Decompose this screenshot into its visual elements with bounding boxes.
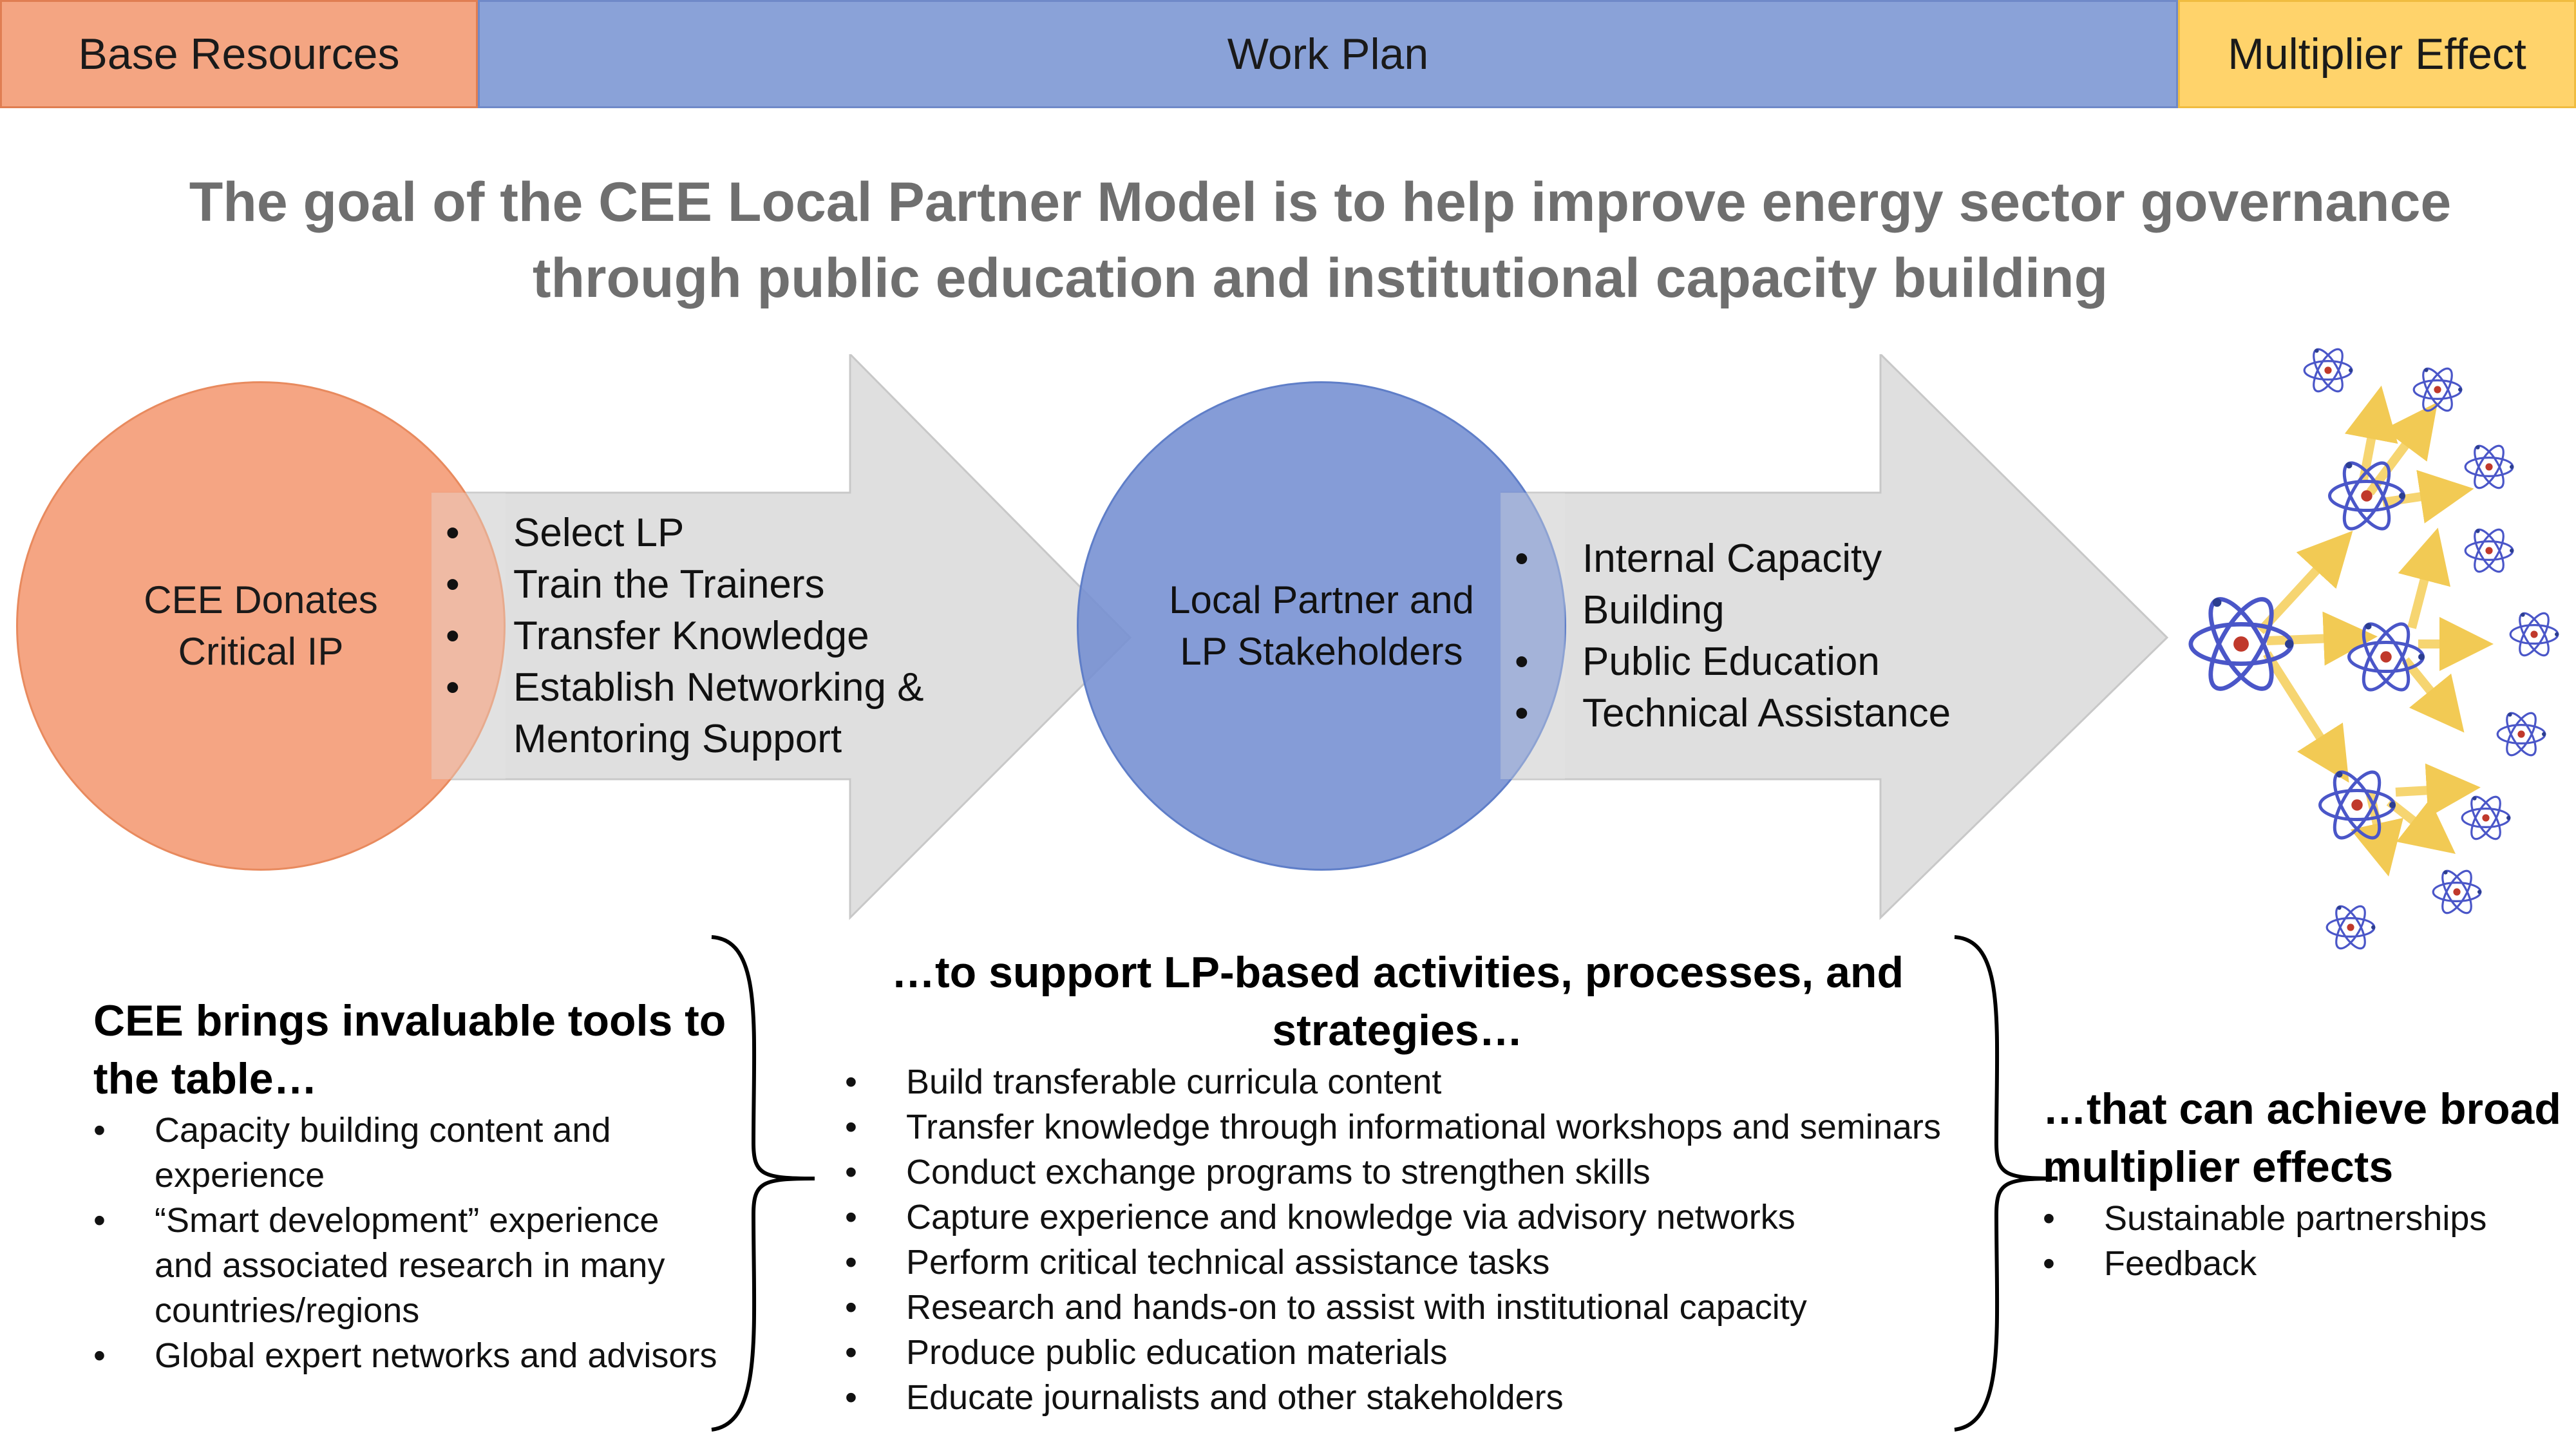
circle-cee-line-1: CEE Donates: [144, 578, 378, 621]
right-title-line-2: multiplier effects: [2043, 1142, 2394, 1191]
mid-title-line-1: …to support LP-based activities, process…: [891, 948, 1904, 997]
right-block-title: …that can achieve broad multiplier effec…: [2043, 1080, 2571, 1196]
left-list-item-continuation: and associated research in many: [155, 1246, 665, 1285]
arrow1-list: Select LP Train the Trainers Transfer Kn…: [433, 507, 1012, 765]
circle-local-partner: Local Partner and LP Stakeholders: [1077, 381, 1566, 871]
left-list-item: Capacity building content and: [93, 1108, 737, 1153]
arrow1-item: Establish Networking &: [433, 662, 1012, 714]
header-work-plan: Work Plan: [478, 0, 2178, 108]
right-list-item: Sustainable partnerships: [2043, 1196, 2571, 1241]
circle-cee-donates: CEE Donates Critical IP: [16, 381, 506, 871]
left-list-item: “Smart development” experience: [93, 1198, 737, 1243]
left-list-item-continuation: experience: [155, 1156, 325, 1195]
mid-block-title: …to support LP-based activities, process…: [863, 943, 1932, 1059]
mid-list-item: Perform critical technical assistance ta…: [845, 1240, 2004, 1285]
mid-list-item: Research and hands-on to assist with ins…: [845, 1285, 2004, 1330]
header-base-resources: Base Resources: [0, 0, 478, 108]
brace-left: [711, 935, 815, 1432]
mid-list-item: Transfer knowledge through informational…: [845, 1104, 2004, 1150]
goal-line-1: The goal of the CEE Local Partner Model …: [189, 171, 2452, 233]
header-multiplier-effect: Multiplier Effect: [2178, 0, 2576, 108]
arrow1-item: Train the Trainers: [433, 559, 1012, 611]
right-title-line-1: …that can achieve broad: [2043, 1084, 2561, 1133]
goal-line-2: through public education and institution…: [532, 247, 2108, 309]
arrow2-item: Public Education: [1502, 636, 1991, 688]
arrow2-item: Technical Assistance: [1502, 688, 1991, 739]
right-block-list: Sustainable partnerships Feedback: [2043, 1196, 2571, 1286]
goal-statement: The goal of the CEE Local Partner Model …: [129, 164, 2512, 316]
left-title-line-2: the table…: [93, 1054, 317, 1103]
arrow2-list: Internal Capacity Building Public Educat…: [1502, 533, 1991, 739]
atom-network-icon: [2164, 344, 2560, 954]
left-block-list: Capacity building content and experience…: [93, 1108, 737, 1378]
left-title-line-1: CEE brings invaluable tools to: [93, 996, 726, 1045]
arrow1-item-continuation: Mentoring Support: [513, 717, 842, 761]
arrow2-item-continuation: Building: [1582, 588, 1725, 632]
mid-block-list: Build transferable curricula content Tra…: [845, 1059, 2004, 1420]
mid-list-item: Capture experience and knowledge via adv…: [845, 1195, 2004, 1240]
circle-cee-line-2: Critical IP: [178, 630, 344, 673]
header-base-resources-label: Base Resources: [78, 30, 400, 79]
mid-list-item: Build transferable curricula content: [845, 1059, 2004, 1104]
right-list-item: Feedback: [2043, 1241, 2571, 1286]
left-list-item: Global expert networks and advisors: [93, 1333, 737, 1378]
mid-list-item: Educate journalists and other stakeholde…: [845, 1375, 2004, 1420]
left-block-title: CEE brings invaluable tools to the table…: [93, 992, 737, 1108]
mid-title-line-2: strategies…: [1272, 1006, 1523, 1055]
mid-list-item: Produce public education materials: [845, 1330, 2004, 1375]
arrow1-item: Select LP: [433, 507, 1012, 559]
arrow1-item: Transfer Knowledge: [433, 611, 1012, 662]
left-list-item-continuation: countries/regions: [155, 1291, 420, 1330]
arrow2-item: Internal Capacity: [1502, 533, 1991, 585]
header-work-plan-label: Work Plan: [1227, 30, 1429, 79]
mid-list-item: Conduct exchange programs to strengthen …: [845, 1150, 2004, 1195]
circle-lp-line-1: Local Partner and: [1169, 578, 1474, 621]
header-multiplier-effect-label: Multiplier Effect: [2228, 30, 2526, 79]
circle-lp-line-2: LP Stakeholders: [1180, 630, 1463, 673]
